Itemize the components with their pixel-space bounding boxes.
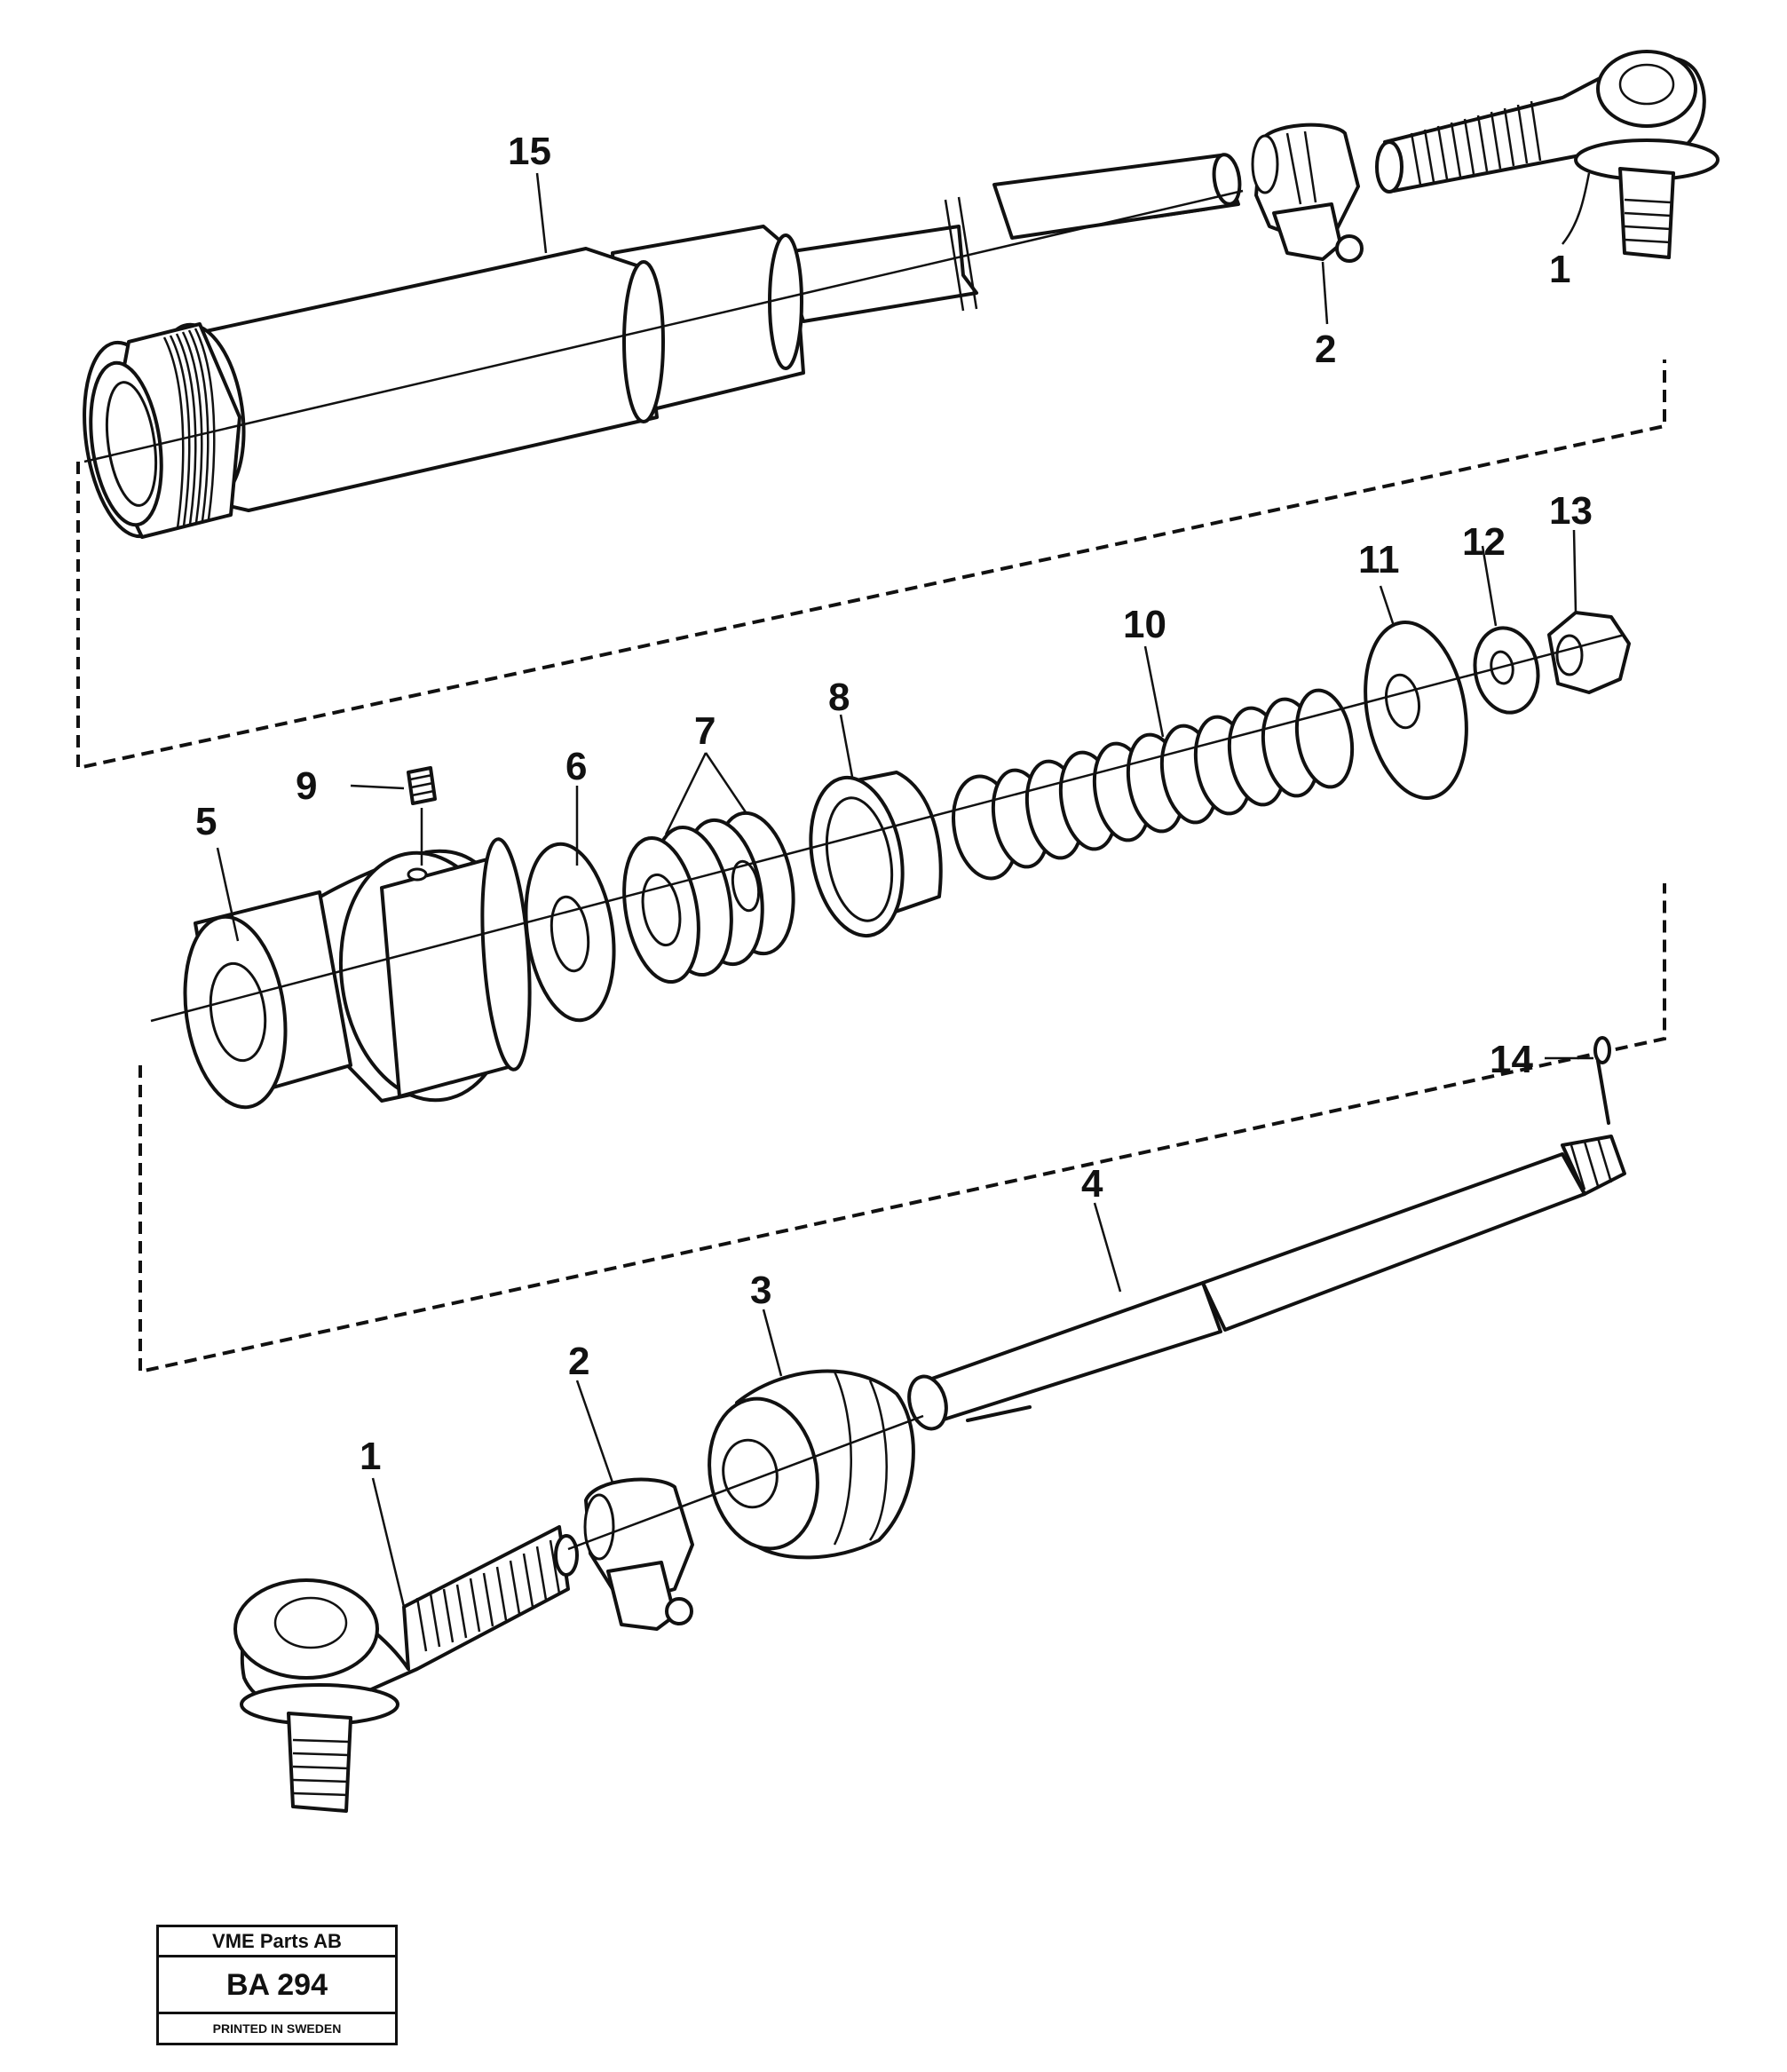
callout-4: 4 (1081, 1162, 1103, 1206)
callout-8: 8 (828, 676, 850, 719)
stamp-company: VME Parts AB (159, 1927, 395, 1957)
part-1-tie-rod-end-bottom (233, 1525, 579, 1813)
part-14-split-pin (1593, 1036, 1611, 1125)
callout-6: 6 (565, 745, 587, 788)
part-2-clamp-top (1251, 123, 1364, 263)
callout-11: 11 (1358, 538, 1400, 581)
part-2-clamp-bottom (583, 1477, 694, 1631)
print-stamp: VME Parts AB BA 294 PRINTED IN SWEDEN (156, 1925, 398, 2045)
part-6-washer (524, 842, 616, 1023)
callout-2-top: 2 (1315, 328, 1336, 371)
callout-7: 7 (694, 709, 716, 753)
callout-14: 14 (1490, 1038, 1533, 1081)
part-5-housing (183, 837, 532, 1110)
part-7-spring-washers (622, 811, 795, 985)
callout-9: 9 (296, 764, 317, 808)
callout-3: 3 (750, 1269, 771, 1312)
callout-15: 15 (508, 130, 551, 173)
part-11-washer (1364, 621, 1468, 800)
callout-10: 10 (1123, 603, 1166, 646)
callout-13: 13 (1549, 489, 1593, 533)
callout-labels: 15 1 2 13 12 11 10 8 7 9 6 5 14 4 3 2 1 (195, 130, 1593, 1478)
part-8-bushing (809, 771, 943, 938)
part-9-set-screw (407, 766, 437, 866)
callout-12: 12 (1462, 520, 1506, 564)
part-13-nut (1547, 611, 1631, 694)
part-1-tie-rod-end-top (1375, 50, 1720, 259)
stamp-printed: PRINTED IN SWEDEN (212, 2021, 342, 2036)
part-12-washer (1473, 626, 1540, 715)
part-4-inner-rod (907, 1135, 1626, 1431)
part-10-spring (952, 688, 1355, 881)
part-3-boot (708, 1369, 915, 1560)
stamp-code: BA 294 (159, 1957, 395, 2014)
callout-1-bottom: 1 (360, 1435, 381, 1478)
callout-5: 5 (195, 800, 217, 843)
leader-lines (216, 172, 1593, 1608)
part-15-tube (83, 153, 1242, 539)
callout-1-top: 1 (1549, 248, 1570, 291)
callout-2-bottom: 2 (568, 1340, 589, 1383)
